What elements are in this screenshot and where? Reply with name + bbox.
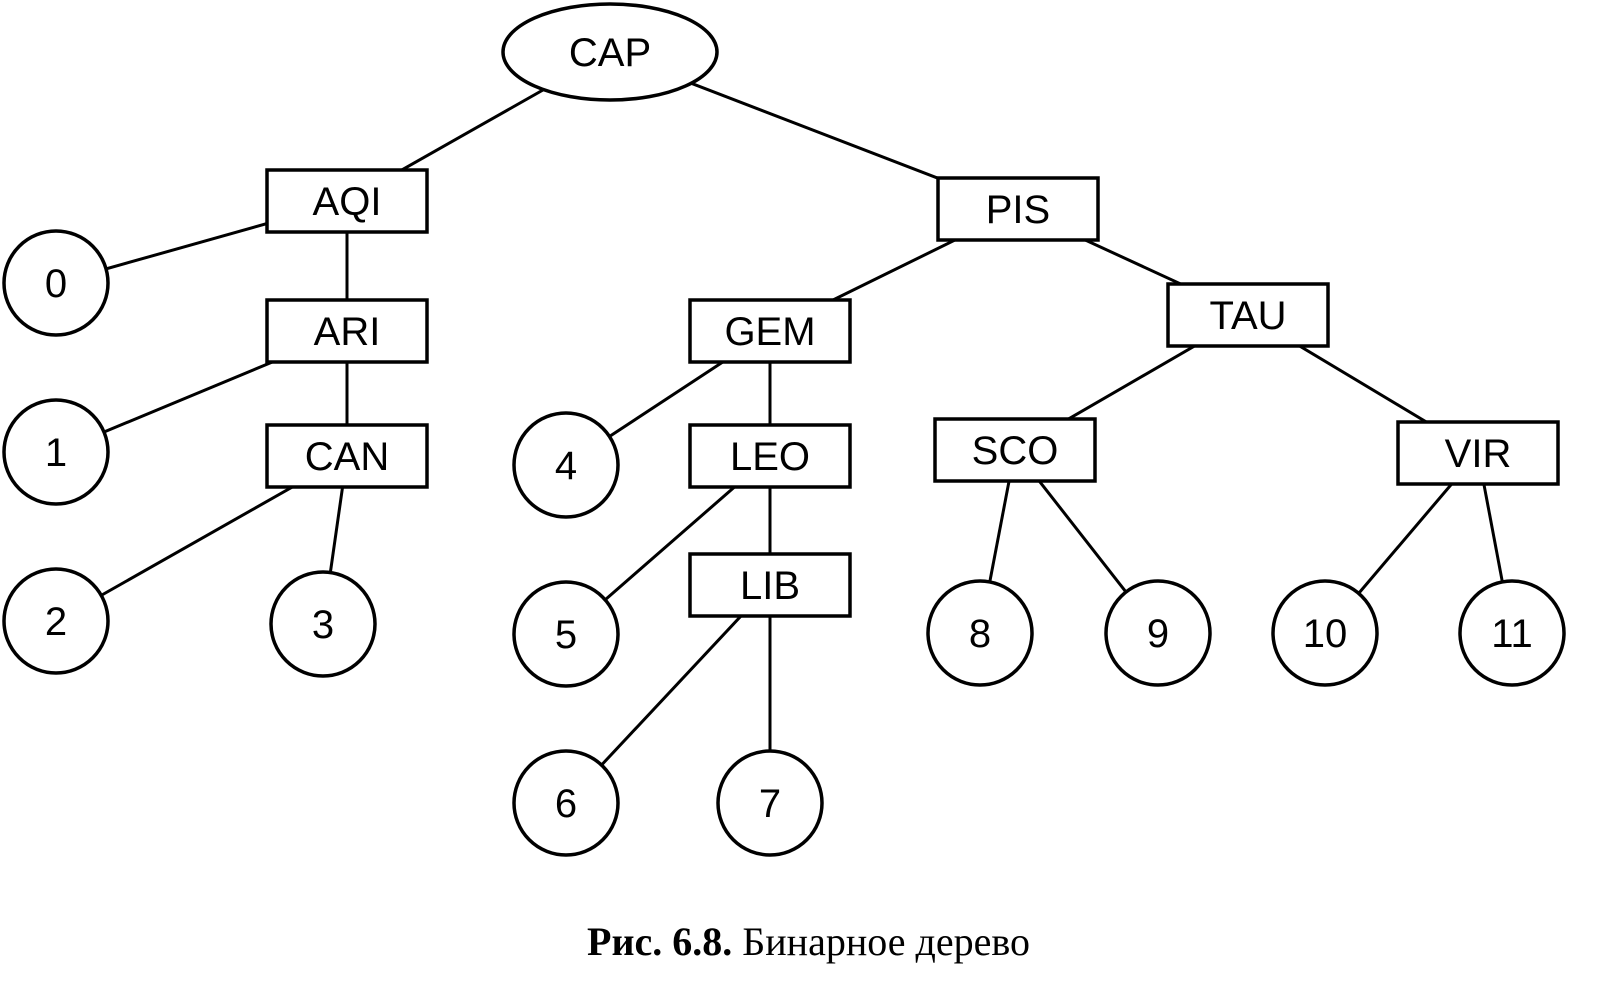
node-leo-label: LEO: [730, 435, 810, 479]
node-vir-shape: [1396, 420, 1560, 486]
node-sco-label: SCO: [972, 429, 1059, 473]
leaf-l6-shape: [512, 749, 620, 857]
leaf-l8-label: 8: [969, 612, 991, 656]
leaf-l6-label: 6: [555, 782, 577, 826]
node-lib-shape: [688, 552, 852, 618]
figure-caption-label: Рис. 6.8.: [587, 919, 733, 964]
node-can-shape: [265, 423, 429, 489]
node-gem: GEM: [688, 298, 852, 364]
leaf-l5-shape: [512, 580, 620, 688]
leaf-l5: 5: [512, 580, 620, 688]
leaf-l6: 6: [512, 749, 620, 857]
node-ari: ARI: [265, 298, 429, 364]
leaf-l3-label: 3: [312, 603, 334, 647]
node-can-label: CAN: [305, 435, 389, 479]
leaf-l9-label: 9: [1147, 612, 1169, 656]
leaf-l4: 4: [512, 411, 620, 519]
figure-caption-text: Бинарное дерево: [742, 919, 1030, 964]
leaf-l0-shape: [2, 229, 110, 337]
node-aqi-shape: [265, 168, 429, 234]
nodes-layer: CAP AQI ARI CAN PIS GEM LEO LIB TAU SCO VIR 0 1 2 3 4 5 6…: [2, 2, 1566, 857]
node-tau: TAU: [1166, 282, 1330, 348]
node-gem-shape: [688, 298, 852, 364]
leaf-l9-shape: [1104, 579, 1212, 687]
leaf-l2-shape: [2, 567, 110, 675]
leaf-l5-label: 5: [555, 613, 577, 657]
leaf-l7-label: 7: [759, 782, 781, 826]
leaf-l10-shape: [1271, 579, 1379, 687]
leaf-l9: 9: [1104, 579, 1212, 687]
node-ari-shape: [265, 298, 429, 364]
node-vir: VIR: [1396, 420, 1560, 486]
node-can: CAN: [265, 423, 429, 489]
node-sco: SCO: [933, 417, 1097, 483]
figure-caption: Рис. 6.8. Бинарное дерево: [0, 916, 1617, 968]
node-lib-label: LIB: [740, 564, 800, 608]
leaf-l8: 8: [926, 579, 1034, 687]
leaf-l1-shape: [2, 398, 110, 506]
leaf-l2: 2: [2, 567, 110, 675]
node-lib: LIB: [688, 552, 852, 618]
leaf-l1-label: 1: [45, 431, 67, 475]
node-ari-label: ARI: [314, 310, 381, 354]
node-sco-shape: [933, 417, 1097, 483]
leaf-l1: 1: [2, 398, 110, 506]
node-aqi: AQI: [265, 168, 429, 234]
leaf-l3: 3: [269, 570, 377, 678]
leaf-l3-shape: [269, 570, 377, 678]
leaf-l2-label: 2: [45, 600, 67, 644]
leaf-l10-label: 10: [1303, 612, 1348, 656]
node-leo-shape: [688, 423, 852, 489]
node-leo: LEO: [688, 423, 852, 489]
node-vir-label: VIR: [1445, 432, 1512, 476]
node-pis: PIS: [936, 176, 1100, 242]
node-cap-shape: [501, 2, 719, 102]
node-gem-label: GEM: [724, 310, 815, 354]
leaf-l10: 10: [1271, 579, 1379, 687]
node-cap: CAP: [501, 2, 719, 102]
node-pis-label: PIS: [986, 188, 1050, 232]
leaf-l0-label: 0: [45, 262, 67, 306]
leaf-l7: 7: [716, 749, 824, 857]
node-pis-shape: [936, 176, 1100, 242]
leaf-l8-shape: [926, 579, 1034, 687]
leaf-l7-shape: [716, 749, 824, 857]
node-tau-label: TAU: [1209, 294, 1286, 338]
node-tau-shape: [1166, 282, 1330, 348]
leaf-l4-label: 4: [555, 444, 577, 488]
node-aqi-label: AQI: [313, 180, 382, 224]
node-cap-label: CAP: [569, 31, 651, 75]
leaf-l11-label: 11: [1491, 612, 1533, 656]
leaf-l0: 0: [2, 229, 110, 337]
leaf-l4-shape: [512, 411, 620, 519]
leaf-l11-shape: [1458, 579, 1566, 687]
leaf-l11: 11: [1458, 579, 1566, 687]
